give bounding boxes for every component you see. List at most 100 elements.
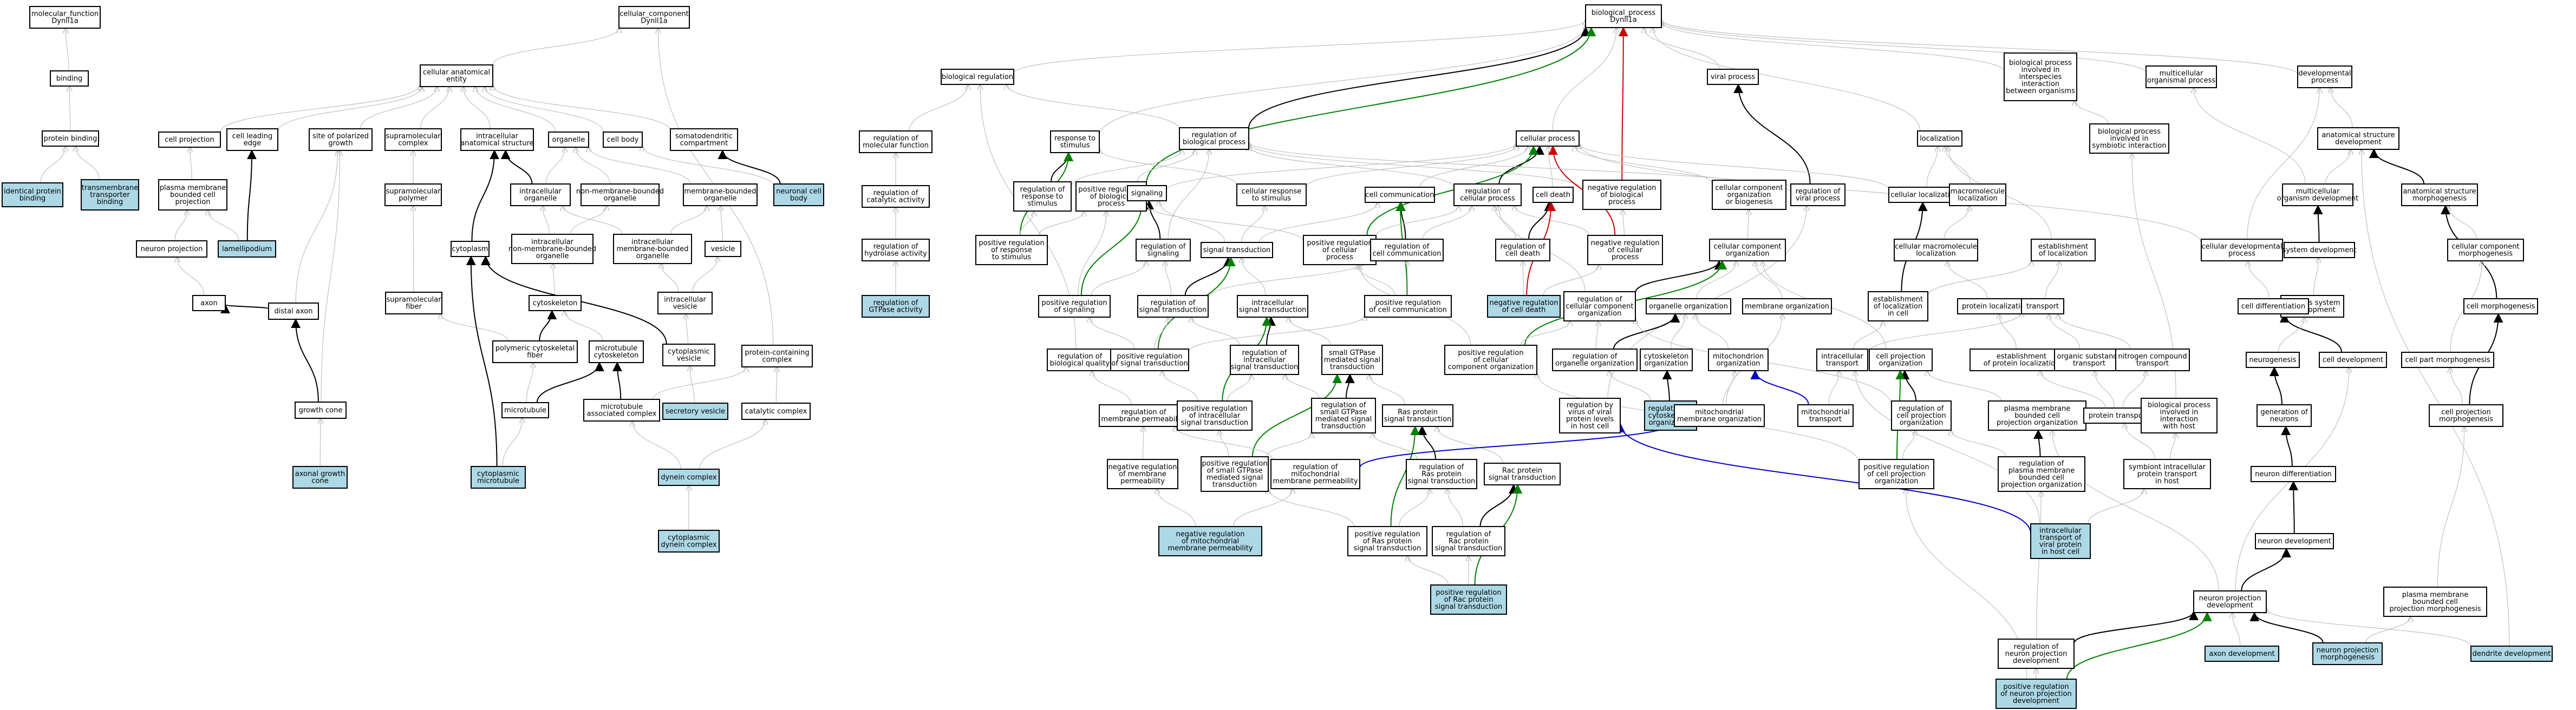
term-node-growth-cone[interactable]: growth cone — [295, 402, 347, 419]
term-node-cell-body[interactable]: cell body — [603, 132, 643, 148]
term-node-neurogenesis[interactable]: neurogenesis — [2246, 352, 2300, 368]
term-node-cell-communication[interactable]: cell communication — [1365, 187, 1435, 203]
term-node-signaling[interactable]: signaling — [1127, 185, 1167, 201]
term-node-intracellular-nmbo[interactable]: intracellularnon-membrane-boundedorganel… — [508, 234, 596, 264]
term-node-cell-projection[interactable]: cell projection — [158, 132, 221, 148]
term-node-dendrite-development[interactable]: dendrite development — [2470, 646, 2553, 662]
term-node-membrane-organization[interactable]: membrane organization — [1742, 298, 1832, 314]
term-node-cellular-process[interactable]: cellular process — [1516, 130, 1580, 147]
term-node-cellular-localization[interactable]: cellular localization — [1888, 187, 1961, 203]
term-node-distal-axon[interactable]: distal axon — [268, 303, 319, 320]
term-node-lamellipodium[interactable]: lamellipodium — [218, 240, 276, 258]
term-node-vesicle[interactable]: vesicle — [705, 241, 741, 257]
term-node-axon[interactable]: axon — [192, 295, 226, 311]
term-node-signal-transduction[interactable]: signal transduction — [1201, 242, 1273, 258]
term-node-cell-part-morphogenesis[interactable]: cell part morphogenesis — [2401, 352, 2494, 368]
term-node-viral-process[interactable]: viral process — [1707, 69, 1759, 85]
term-node-cell-morphogenesis[interactable]: cell morphogenesis — [2463, 298, 2538, 314]
term-node-biological-regulation[interactable]: biological regulation — [941, 69, 1014, 85]
term-node-secretory-vesicle[interactable]: secretory vesicle — [662, 403, 728, 420]
term-node-dynein-complex[interactable]: dynein complex — [658, 469, 720, 486]
term-node-organelle[interactable]: organelle — [548, 132, 589, 148]
term-node-neuron-projection[interactable]: neuron projection — [136, 240, 207, 258]
term-node-neuron-differentiation[interactable]: neuron differentiation — [2251, 466, 2336, 482]
term-node-cell-death[interactable]: cell death — [1532, 187, 1574, 203]
term-node-system-development[interactable]: system development — [2282, 242, 2357, 258]
